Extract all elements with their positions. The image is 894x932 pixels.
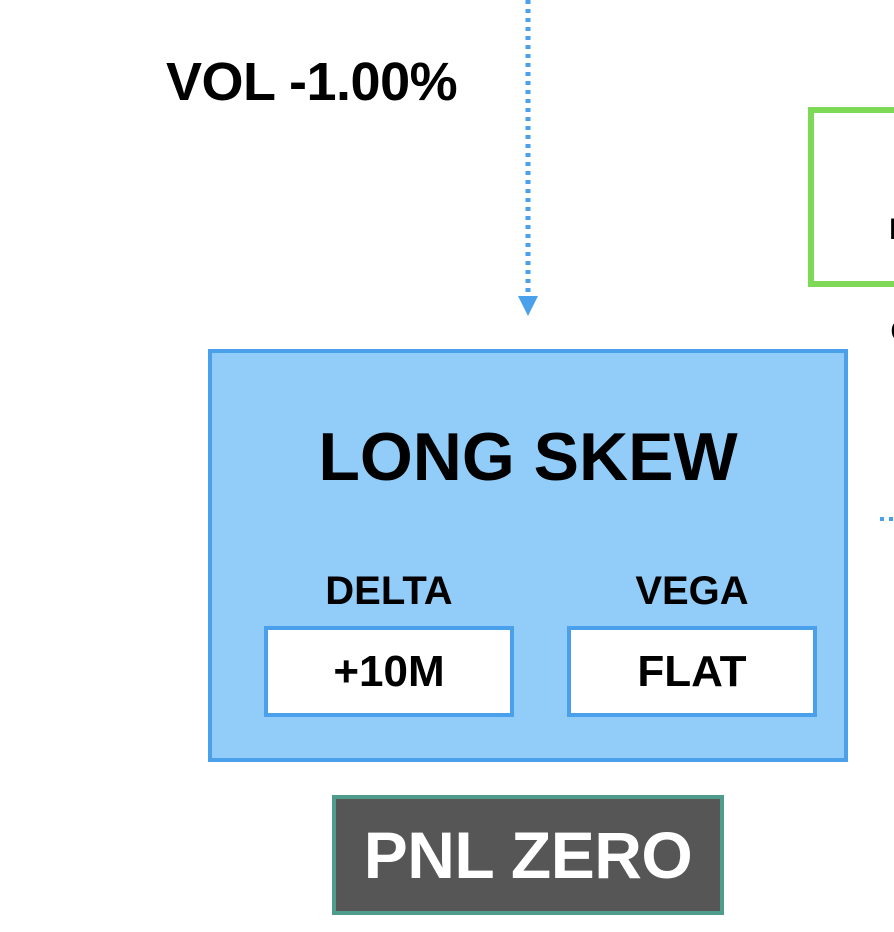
dotted-arrow-head — [518, 296, 538, 316]
partial-green-box-line-2: CO — [866, 315, 894, 349]
pnl-zero-box: PNL ZERO — [332, 795, 724, 915]
vol-change-label: VOL -1.00% — [166, 52, 458, 112]
vega-value-box: FLAT — [567, 626, 817, 717]
delta-value-box: +10M — [264, 626, 514, 717]
edge-dotted-connector — [880, 517, 894, 521]
partial-green-box-line-1: RE — [860, 213, 894, 247]
long-skew-box: LONG SKEW DELTA +10M VEGA FLAT — [208, 349, 848, 762]
partial-green-box-text: RE CO — [814, 145, 894, 417]
vega-value: FLAT — [637, 646, 747, 696]
long-skew-title: LONG SKEW — [318, 419, 738, 495]
pnl-zero-label: PNL ZERO — [363, 818, 693, 892]
vega-label: VEGA — [635, 569, 749, 613]
delta-value: +10M — [333, 646, 445, 696]
delta-label: DELTA — [325, 569, 453, 613]
partial-green-box: RE CO — [808, 107, 894, 348]
